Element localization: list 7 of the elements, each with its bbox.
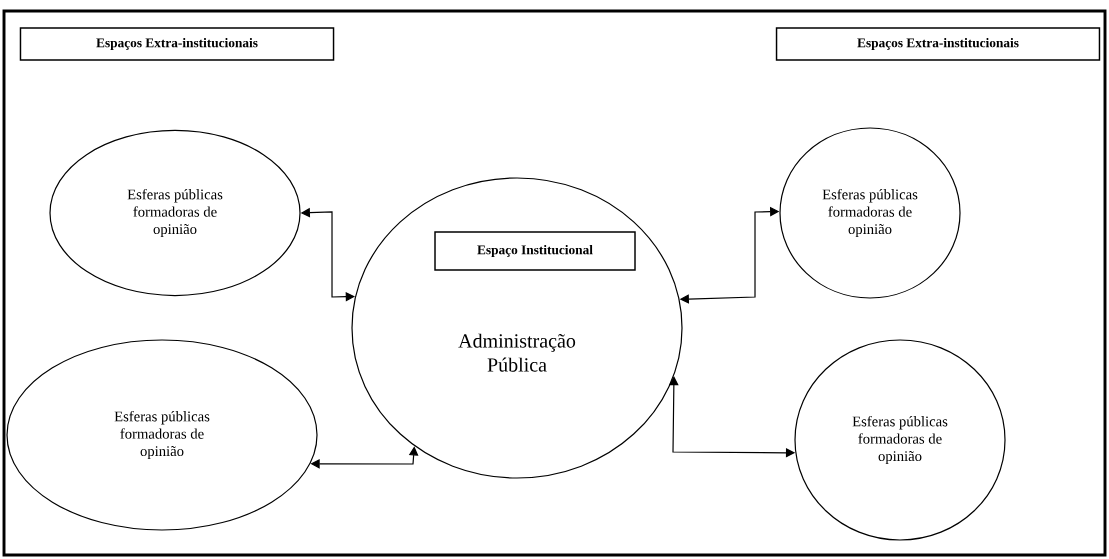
ellipse-node: Esferas públicas formadoras de opinião bbox=[6, 339, 318, 531]
label-box: Espaços Extra-institucionais bbox=[775, 27, 1101, 61]
label-box: Espaço Institucional bbox=[434, 231, 636, 271]
ellipse-node: Esferas públicas formadoras de opinião bbox=[779, 127, 961, 299]
label-box: Espaços Extra-institucionais bbox=[19, 27, 335, 61]
ellipse-node: Esferas públicas formadoras de opinião bbox=[49, 129, 301, 297]
ellipse-node: Esferas públicas formadoras de opinião bbox=[794, 339, 1006, 541]
